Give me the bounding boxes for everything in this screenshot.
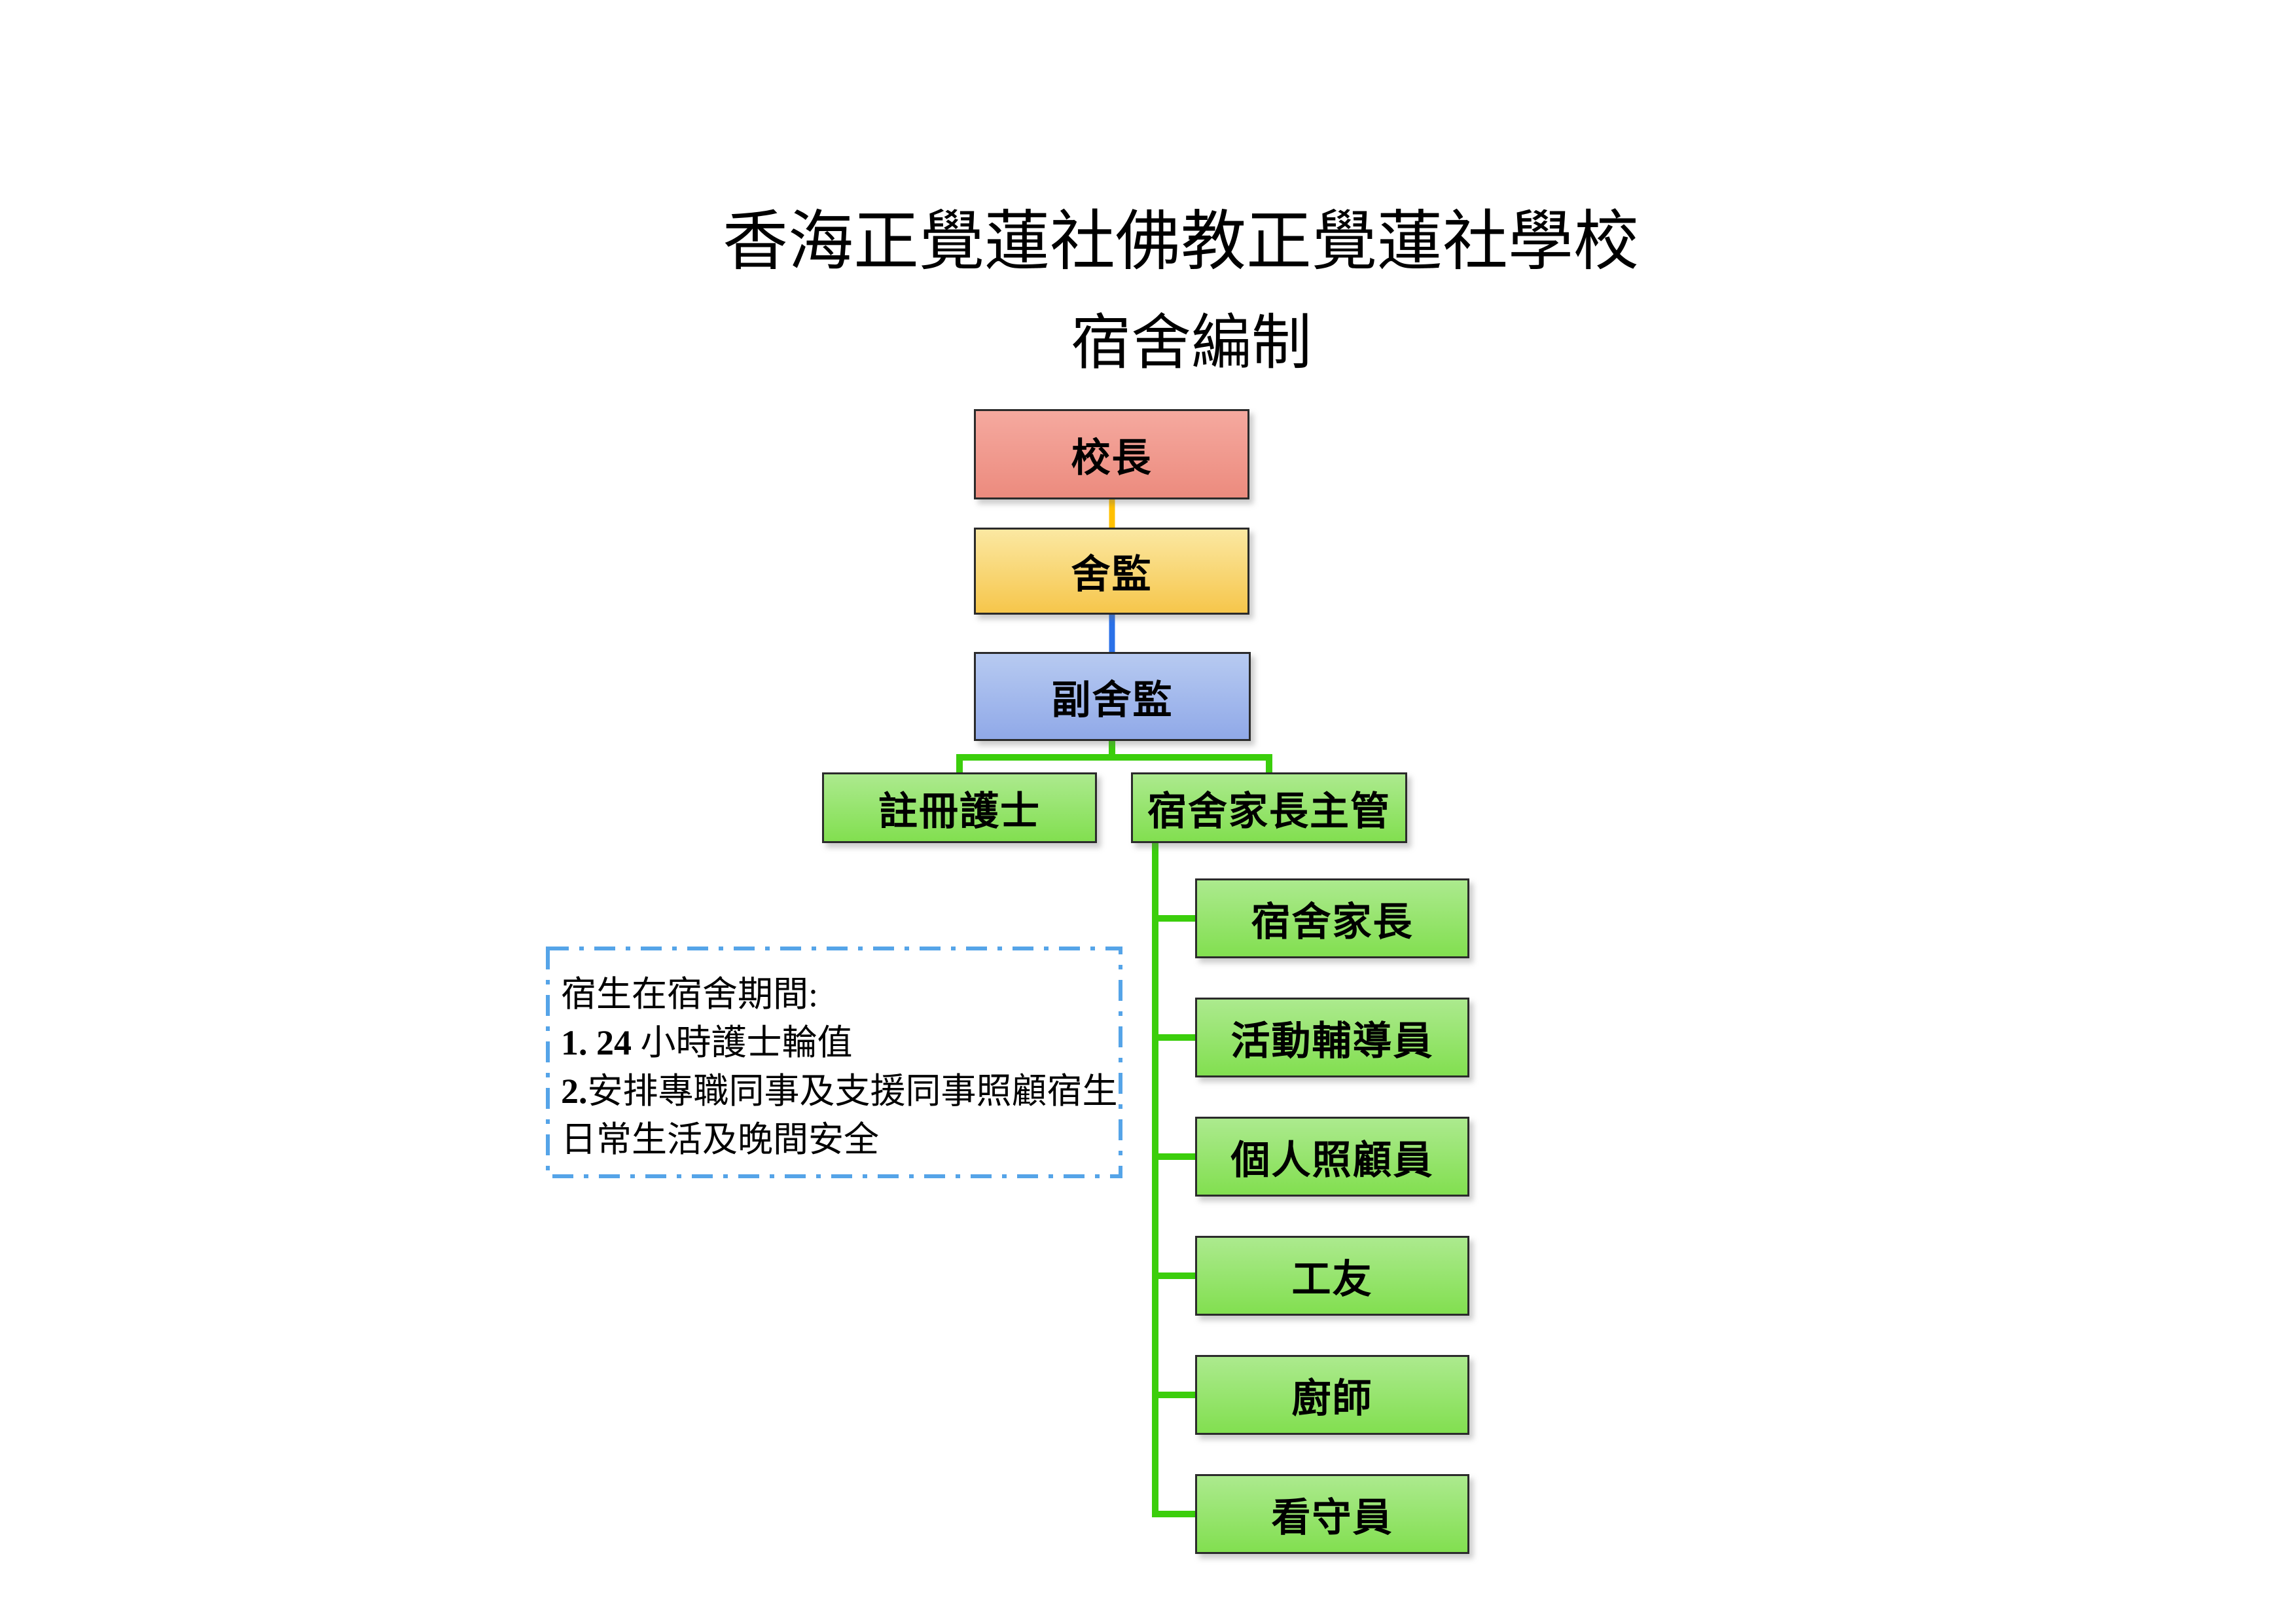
org-box-deputy-warden-label: 副舍監 (1051, 678, 1174, 722)
org-box-watchman: 看守員 (1195, 1474, 1469, 1554)
note-box: 宿生在宿舍期間: 1. 24 小時護士輪值 2.安排專職同事及支援同事照顧宿生 … (548, 948, 1121, 1176)
note-line-text: 日常生活及晚間安全 (561, 1120, 879, 1159)
org-box-houseparent-label: 宿舍家長 (1251, 900, 1414, 944)
note-line: 日常生活及晚間安全 (561, 1115, 1109, 1164)
org-box-worker: 工友 (1195, 1236, 1469, 1316)
org-box-warden: 舍監 (974, 528, 1249, 615)
note-line-text: 安排專職同事及支援同事照顧宿生 (587, 1072, 1118, 1111)
note-line-prefix: 2. (561, 1072, 588, 1111)
org-box-personal-care-worker-label: 個人照顧員 (1230, 1138, 1434, 1182)
note-line-text: 宿生在宿舍期間: (561, 975, 819, 1014)
page-title: 香海正覺蓮社佛教正覺蓮社學校 (723, 206, 1639, 278)
org-box-warden-label: 舍監 (1071, 553, 1153, 596)
org-box-personal-care-worker: 個人照顧員 (1195, 1117, 1469, 1197)
note-line-prefix: 1. 24 (561, 1023, 632, 1062)
org-box-registered-nurse: 註冊護士 (822, 772, 1097, 843)
org-box-houseparent-supervisor-label: 宿舍家長主管 (1147, 789, 1391, 833)
org-box-principal-label: 校長 (1071, 436, 1153, 480)
org-box-houseparent: 宿舍家長 (1195, 878, 1469, 958)
org-box-worker-label: 工友 (1291, 1257, 1373, 1301)
org-box-watchman-label: 看守員 (1271, 1496, 1393, 1540)
note-line: 1. 24 小時護士輪值 (561, 1019, 1109, 1067)
org-box-chef-label: 廚師 (1291, 1377, 1373, 1420)
note-line: 2.安排專職同事及支援同事照顧宿生 (561, 1067, 1118, 1115)
org-box-deputy-warden: 副舍監 (974, 652, 1251, 741)
org-box-houseparent-supervisor: 宿舍家長主管 (1131, 772, 1407, 843)
org-box-activity-counselor-label: 活動輔導員 (1230, 1019, 1434, 1063)
note-box-border (546, 947, 1122, 1178)
org-box-chef: 廚師 (1195, 1355, 1469, 1435)
org-box-principal: 校長 (974, 409, 1249, 499)
org-box-registered-nurse-label: 註冊護士 (878, 789, 1041, 833)
note-line: 宿生在宿舍期間: (561, 970, 1109, 1019)
org-box-activity-counselor: 活動輔導員 (1195, 998, 1469, 1077)
note-line-text: 小時護士輪值 (632, 1023, 853, 1062)
page-subtitle: 宿舍編制 (1070, 310, 1312, 376)
